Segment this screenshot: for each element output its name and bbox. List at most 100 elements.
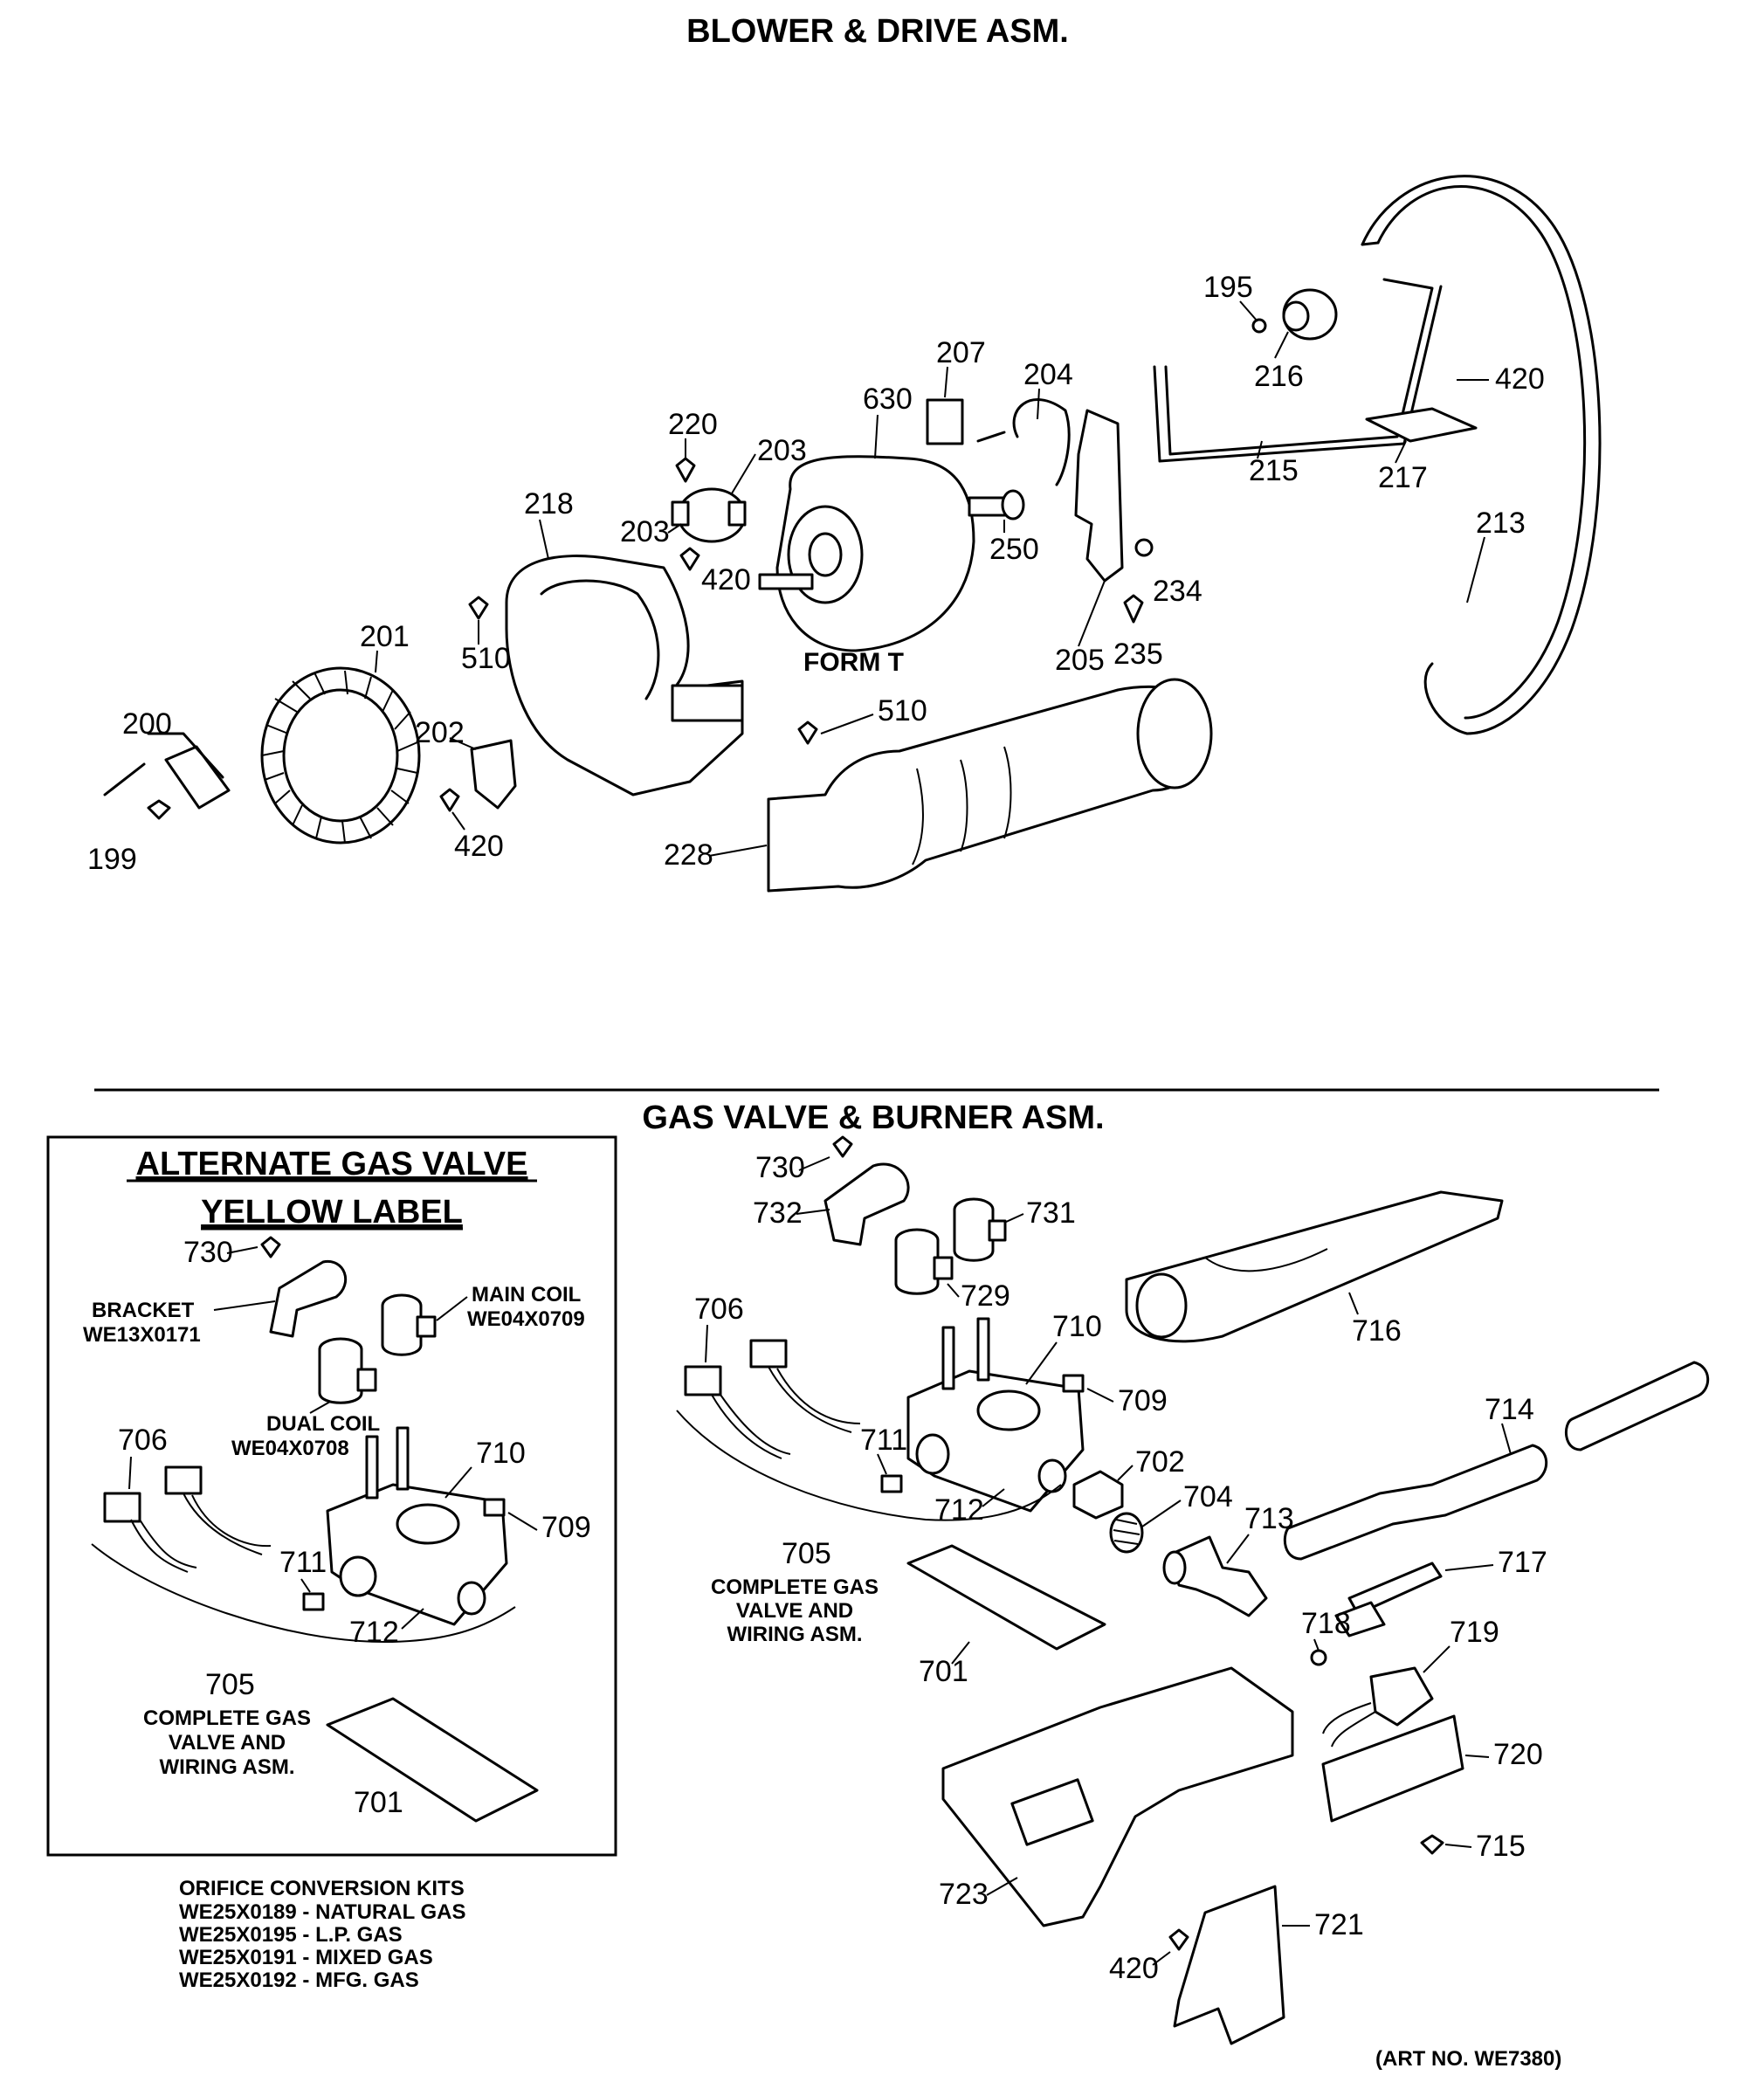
- igniter-719: [1322, 1666, 1434, 1748]
- motor-switch-207: [926, 398, 964, 445]
- alt-part-709: [483, 1498, 506, 1517]
- gas-nut-702: [1072, 1470, 1124, 1520]
- screw-510b: [797, 720, 818, 745]
- gas-callout-732: 732: [753, 1196, 803, 1230]
- alt-callout-710: 710: [476, 1437, 526, 1470]
- alt-main-coil-part: WE04X0709: [467, 1307, 585, 1331]
- drum-rear-ring-213: [1361, 175, 1602, 735]
- gas-callout-715: 715: [1476, 1830, 1526, 1863]
- gas-wire-harness-706: [684, 1339, 861, 1459]
- callout-220: 220: [668, 408, 718, 441]
- gas-callout-705: 705: [782, 1537, 831, 1570]
- callout-630: 630: [863, 383, 913, 416]
- callout-217: 217: [1378, 461, 1428, 494]
- gas-callout-712: 712: [934, 1493, 984, 1527]
- screw-510a: [468, 596, 489, 620]
- gas-screw-730: [832, 1135, 853, 1158]
- idler-pulley-216: [1282, 288, 1338, 341]
- alt-callout-730: 730: [183, 1236, 233, 1269]
- gas-bracket-732: [823, 1162, 910, 1246]
- gas-part-709: [1062, 1374, 1085, 1393]
- alt-plate-701: [326, 1697, 539, 1823]
- gas-callout-709: 709: [1118, 1384, 1168, 1417]
- alt-callout-705: 705: [205, 1668, 255, 1701]
- alt-dual-coil: [318, 1337, 377, 1404]
- orifice-kits: ORIFICE CONVERSION KITS WE25X0189 - NATU…: [179, 1877, 466, 1992]
- blower-housing-218: [505, 555, 744, 796]
- gas-callout-717: 717: [1498, 1546, 1547, 1579]
- alt-screw-730: [260, 1236, 281, 1258]
- orifice-kit-4: WE25X0192 - MFG. GAS: [179, 1968, 419, 1992]
- gas-screw-420: [1168, 1928, 1189, 1951]
- callout-213: 213: [1476, 507, 1526, 540]
- screw-220: [675, 457, 696, 483]
- nut-234: [1134, 538, 1154, 557]
- alt-dual-coil-part: WE04X0708: [231, 1437, 349, 1460]
- art-number: (ART NO. WE7380): [1375, 2047, 1561, 2071]
- callout-204: 204: [1023, 358, 1073, 391]
- callout-218: 218: [524, 487, 574, 521]
- gas-part-711: [880, 1474, 903, 1493]
- gas-tube-714: [1283, 1361, 1710, 1561]
- gas-callout-730: 730: [755, 1151, 805, 1184]
- motor-clamp-203: [671, 487, 747, 543]
- gas-callout-706: 706: [694, 1293, 744, 1326]
- alt-gas-valve: [326, 1426, 508, 1626]
- burner-bracket-723: [941, 1666, 1294, 1927]
- alt-bracket: [269, 1260, 348, 1338]
- blower-section-title: BLOWER & DRIVE ASM.: [686, 13, 1069, 50]
- gas-coil-731: [953, 1197, 1007, 1262]
- gas-callout-704: 704: [1183, 1480, 1233, 1513]
- callout-420-seal: 420: [454, 830, 504, 863]
- callout-205: 205: [1055, 644, 1105, 677]
- gas-elbow-713: [1162, 1535, 1268, 1617]
- callout-510-left: 510: [461, 642, 511, 675]
- motor-strap-204: [1012, 398, 1071, 486]
- gas-orifice-704: [1109, 1512, 1144, 1554]
- idler-arm-215: [1164, 278, 1434, 456]
- exhaust-duct-228: [767, 678, 1213, 893]
- alt-main-coil: [381, 1293, 437, 1356]
- orifice-kit-2: WE25X0195 - L.P. GAS: [179, 1923, 403, 1947]
- alt-callout-712: 712: [349, 1616, 399, 1649]
- gas-callout-731: 731: [1026, 1196, 1076, 1230]
- gas-complete-line3: WIRING ASM.: [727, 1623, 862, 1646]
- gas-callout-718: 718: [1301, 1607, 1351, 1640]
- gas-valve-710: [906, 1317, 1085, 1513]
- alt-bracket-part: WE13X0171: [83, 1323, 201, 1347]
- gas-part-718: [1310, 1649, 1327, 1666]
- callout-250: 250: [989, 533, 1039, 566]
- screw-199: [147, 799, 171, 820]
- callout-200: 200: [122, 707, 172, 741]
- alt-callout-709: 709: [541, 1511, 591, 1544]
- callout-235: 235: [1113, 638, 1163, 671]
- alternate-gas-valve-box: [46, 1135, 617, 1857]
- callout-234: 234: [1153, 575, 1202, 608]
- gas-screw-715: [1420, 1834, 1444, 1855]
- gas-callout-729: 729: [961, 1279, 1010, 1313]
- wheel-bracket-200: [164, 745, 231, 810]
- gas-callout-420: 420: [1109, 1952, 1159, 1985]
- motor-mount-205: [1074, 409, 1124, 583]
- alt-main-coil-name: MAIN COIL: [472, 1283, 581, 1307]
- gas-callout-710: 710: [1052, 1310, 1102, 1343]
- callout-420-top: 420: [1495, 362, 1545, 396]
- alt-box-title-line2: YELLOW LABEL: [201, 1194, 463, 1231]
- alt-bracket-name: BRACKET: [92, 1299, 195, 1322]
- callout-202: 202: [415, 716, 465, 749]
- alt-complete-line1: COMPLETE GAS: [143, 1706, 311, 1730]
- gas-complete-line1: COMPLETE GAS: [711, 1575, 879, 1599]
- gas-callout-714: 714: [1485, 1393, 1534, 1426]
- callout-203-right: 203: [757, 434, 807, 467]
- alt-callout-711: 711: [279, 1546, 327, 1579]
- alt-part-711: [302, 1592, 325, 1611]
- alt-box-title-line1: ALTERNATE GAS VALVE: [136, 1146, 528, 1182]
- burner-716: [1125, 1190, 1504, 1343]
- idler-bracket-217: [1365, 407, 1478, 443]
- gas-callout-701: 701: [919, 1655, 968, 1688]
- screw-420c: [439, 788, 460, 812]
- alt-callout-701: 701: [354, 1786, 403, 1819]
- callout-216: 216: [1254, 360, 1304, 393]
- gas-callout-720: 720: [1493, 1738, 1543, 1771]
